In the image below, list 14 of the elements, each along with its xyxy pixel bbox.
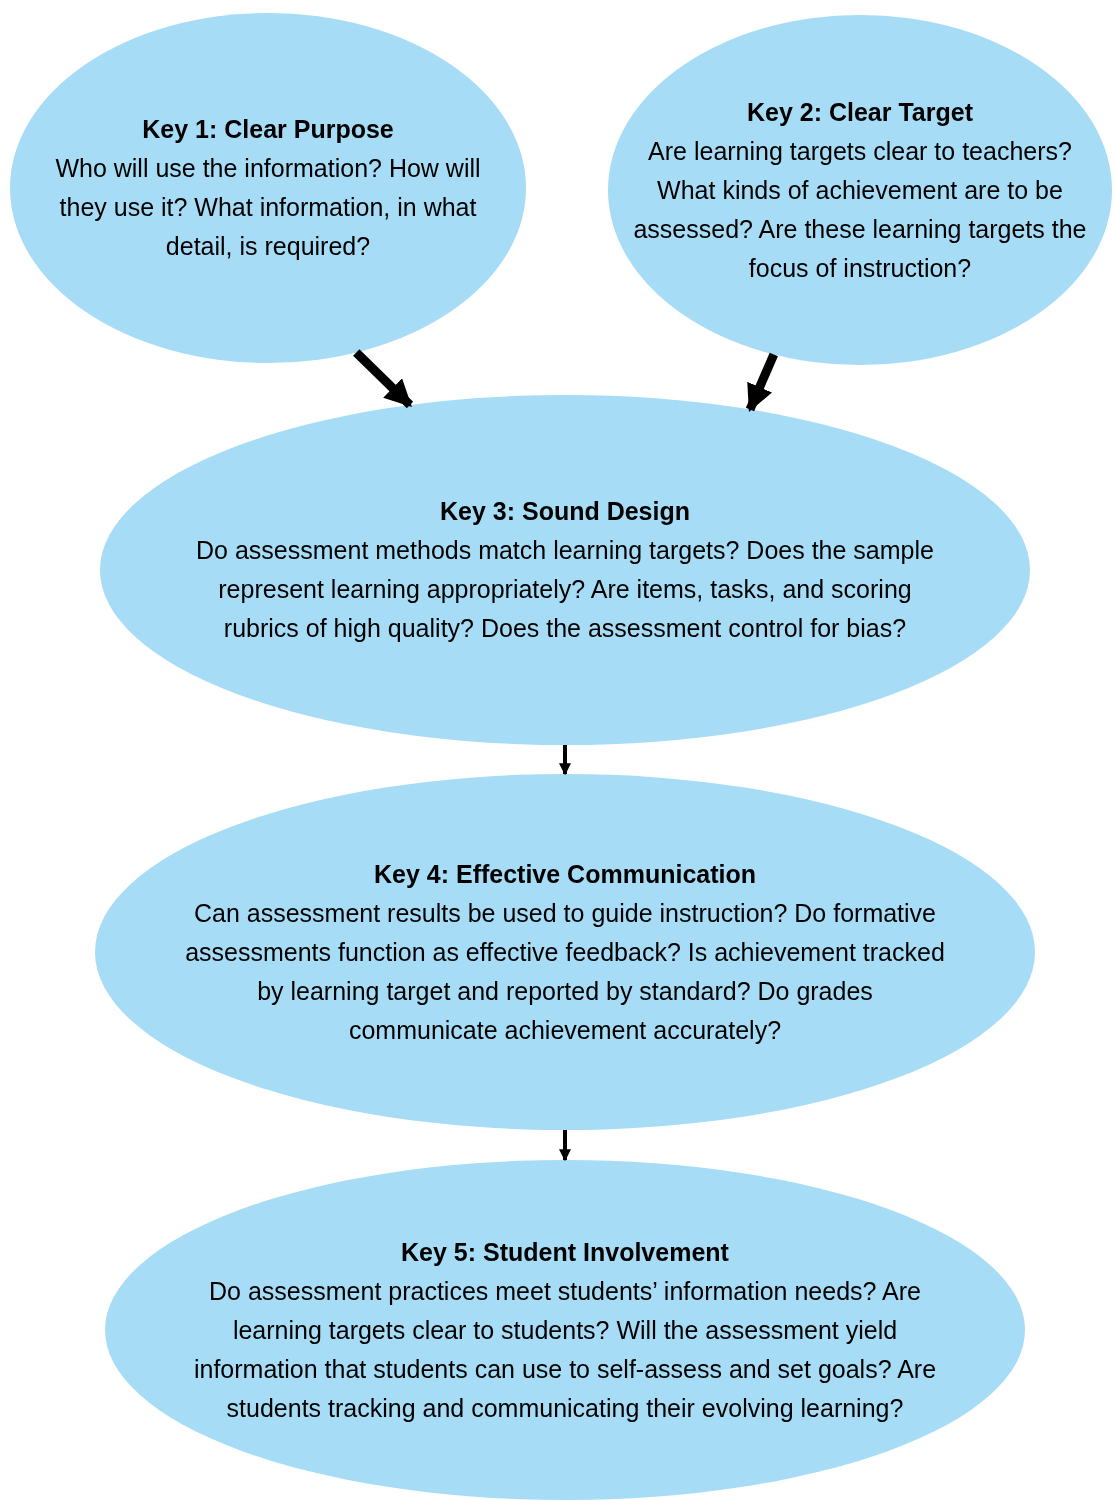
key-heading: Key 5: Student Involvement xyxy=(400,1236,730,1268)
key-heading: Key 1: Clear Purpose xyxy=(141,114,395,145)
arrow xyxy=(559,745,571,776)
key-heading: Key 2: Clear Target xyxy=(746,96,974,128)
key-heading: Key 3: Sound Design xyxy=(438,496,691,527)
key-questions: Do assessment practices meet students’ information needs? Are learning targets clear to students? Will the assessment yield information that students can use to self-assess and set goals? Are students tracking and communicating their evolving learning? xyxy=(192,1275,938,1424)
key-questions: Can assessment results be used to guide instruction? Do formative assessments function as effective feedback? Is achievement tracked by learning target and reported by standard? Do grades communicate achievement accurately? xyxy=(185,897,945,1046)
key-questions: Who will use the information? How will they use it? What information, in what detail, is required? xyxy=(54,153,482,262)
key-heading: Key 4: Effective Communication xyxy=(373,858,757,890)
key-questions: Do assessment methods match learning targets? Does the sample represent learning appropriately? Are items, tasks, and scoring rubrics of high quality? Does the assessment control for bias? xyxy=(195,535,935,644)
arrow xyxy=(745,352,778,412)
arrow xyxy=(353,349,414,409)
key-questions: Are learning targets clear to teachers? What kinds of achievement are to be assessed? Are these learning targets the focus of instruction? xyxy=(632,135,1088,284)
arrow xyxy=(559,1130,571,1162)
